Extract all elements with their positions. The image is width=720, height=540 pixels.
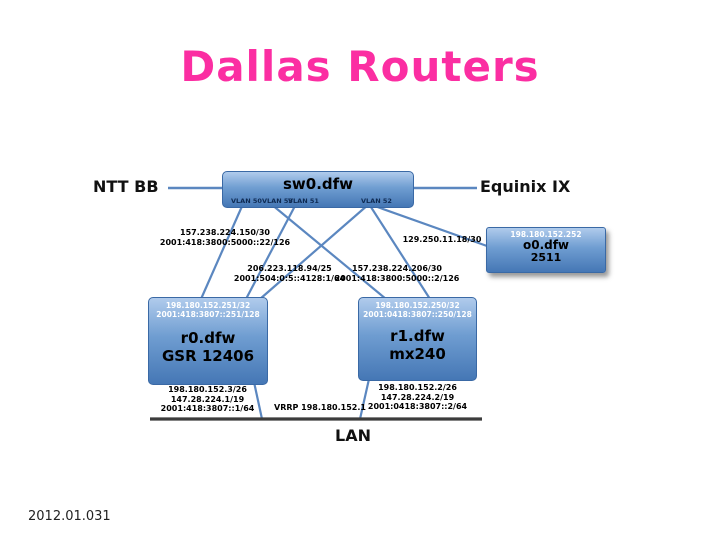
- oob-router-box: 198.180.152.252 o0.dfw 2511: [486, 227, 606, 273]
- r1-loopback-v4: 198.180.152.250/32: [375, 301, 460, 310]
- page-title: Dallas Routers: [180, 42, 540, 91]
- wan-ip-ix: 206.223.118.94/25 2001:504:0:5::4128:1/6…: [212, 264, 367, 283]
- r1-lan-147: 147.28.224.2/19: [380, 392, 455, 402]
- vrrp-label: VRRP 198.180.152.1: [274, 403, 366, 412]
- r0-model: GSR 12406: [161, 347, 255, 365]
- switch-box: sw0.dfw VLAN 50 VLAN 53 VLAN 51 VLAN 52: [222, 171, 414, 208]
- oob-model: 2511: [530, 251, 562, 264]
- vlan-52-label: VLAN 52: [361, 197, 392, 205]
- r0-lan-v6: 2001:418:3807::1/64: [160, 404, 255, 413]
- label-ntt-bb: NTT BB: [93, 177, 159, 196]
- r1-lan-ips: 198.180.152.2/26 147.28.224.2/19 2001:04…: [360, 383, 475, 412]
- wan-ip-r1-ntt: 157.238.224.206/30 2001:418:3800:5000::2…: [322, 264, 472, 283]
- router-box-r0: 198.180.152.251/32 2001:418:3807::251/12…: [148, 297, 268, 385]
- r1-model: mx240: [389, 345, 446, 363]
- switch-name: sw0.dfw: [282, 175, 354, 193]
- sw-r1-line-1: [270, 203, 387, 300]
- wan-ip-r1-ntt-v6: 2001:418:3800:5000::2/126: [334, 273, 460, 283]
- r0-loopback-v4: 198.180.152.251/32: [165, 301, 251, 310]
- wan-ip-r0-ntt: 157.238.224.150/30 2001:418:3800:5000::2…: [150, 228, 300, 247]
- label-equinix-ix: Equinix IX: [480, 177, 571, 196]
- r0-lan-147: 147.28.224.1/19: [170, 394, 245, 404]
- oob-name: o0.dfw: [522, 238, 570, 252]
- r0-lan-ips: 198.180.152.3/26 147.28.224.1/19 2001:41…: [150, 385, 265, 414]
- r1-name: r1.dfw: [390, 327, 445, 345]
- wan-ip-r0-ntt-v4: 157.238.224.150/30: [180, 228, 270, 237]
- r1-loopback-v6: 2001:0418:3807::250/128: [363, 310, 472, 319]
- wan-ip-ix-v4: 206.223.118.94/25: [247, 264, 332, 273]
- oob-ip: 198.180.152.252: [510, 230, 582, 239]
- vlan-50-label: VLAN 50: [231, 197, 262, 205]
- sw-r0-line-2: [245, 203, 297, 300]
- r1-lan-v4: 198.180.152.2/26: [378, 383, 457, 392]
- oob-link-ip: 129.250.11.18/30: [402, 235, 482, 244]
- footer-date: 2012.01.031: [28, 509, 111, 524]
- lan-label: LAN: [335, 426, 371, 445]
- sw-r0-line-1: [199, 203, 245, 300]
- sw-r1-line-2: [368, 203, 431, 300]
- sw-r1-cross-line: [259, 203, 370, 300]
- vlan-53-label: VLAN 53: [262, 197, 293, 205]
- r1-lan-v6: 2001:0418:3807::2/64: [367, 402, 468, 411]
- r0-name: r0.dfw: [180, 329, 236, 347]
- router-box-r1: 198.180.152.250/32 2001:0418:3807::250/1…: [358, 297, 477, 381]
- wan-ip-ix-v6: 2001:504:0:5::4128:1/64: [233, 273, 346, 283]
- wan-ip-r0-ntt-v6: 2001:418:3800:5000::22/126: [159, 237, 291, 247]
- r1-lan-line: [358, 378, 371, 420]
- vlan-51-label: VLAN 51: [288, 197, 319, 205]
- r0-lan-line: [252, 381, 264, 420]
- r0-loopback-v6: 2001:418:3807::251/128: [156, 310, 260, 319]
- sw-o0-line: [368, 202, 488, 248]
- r0-lan-v4: 198.180.152.3/26: [168, 385, 247, 394]
- wan-ip-r1-ntt-v4: 157.238.224.206/30: [352, 264, 442, 273]
